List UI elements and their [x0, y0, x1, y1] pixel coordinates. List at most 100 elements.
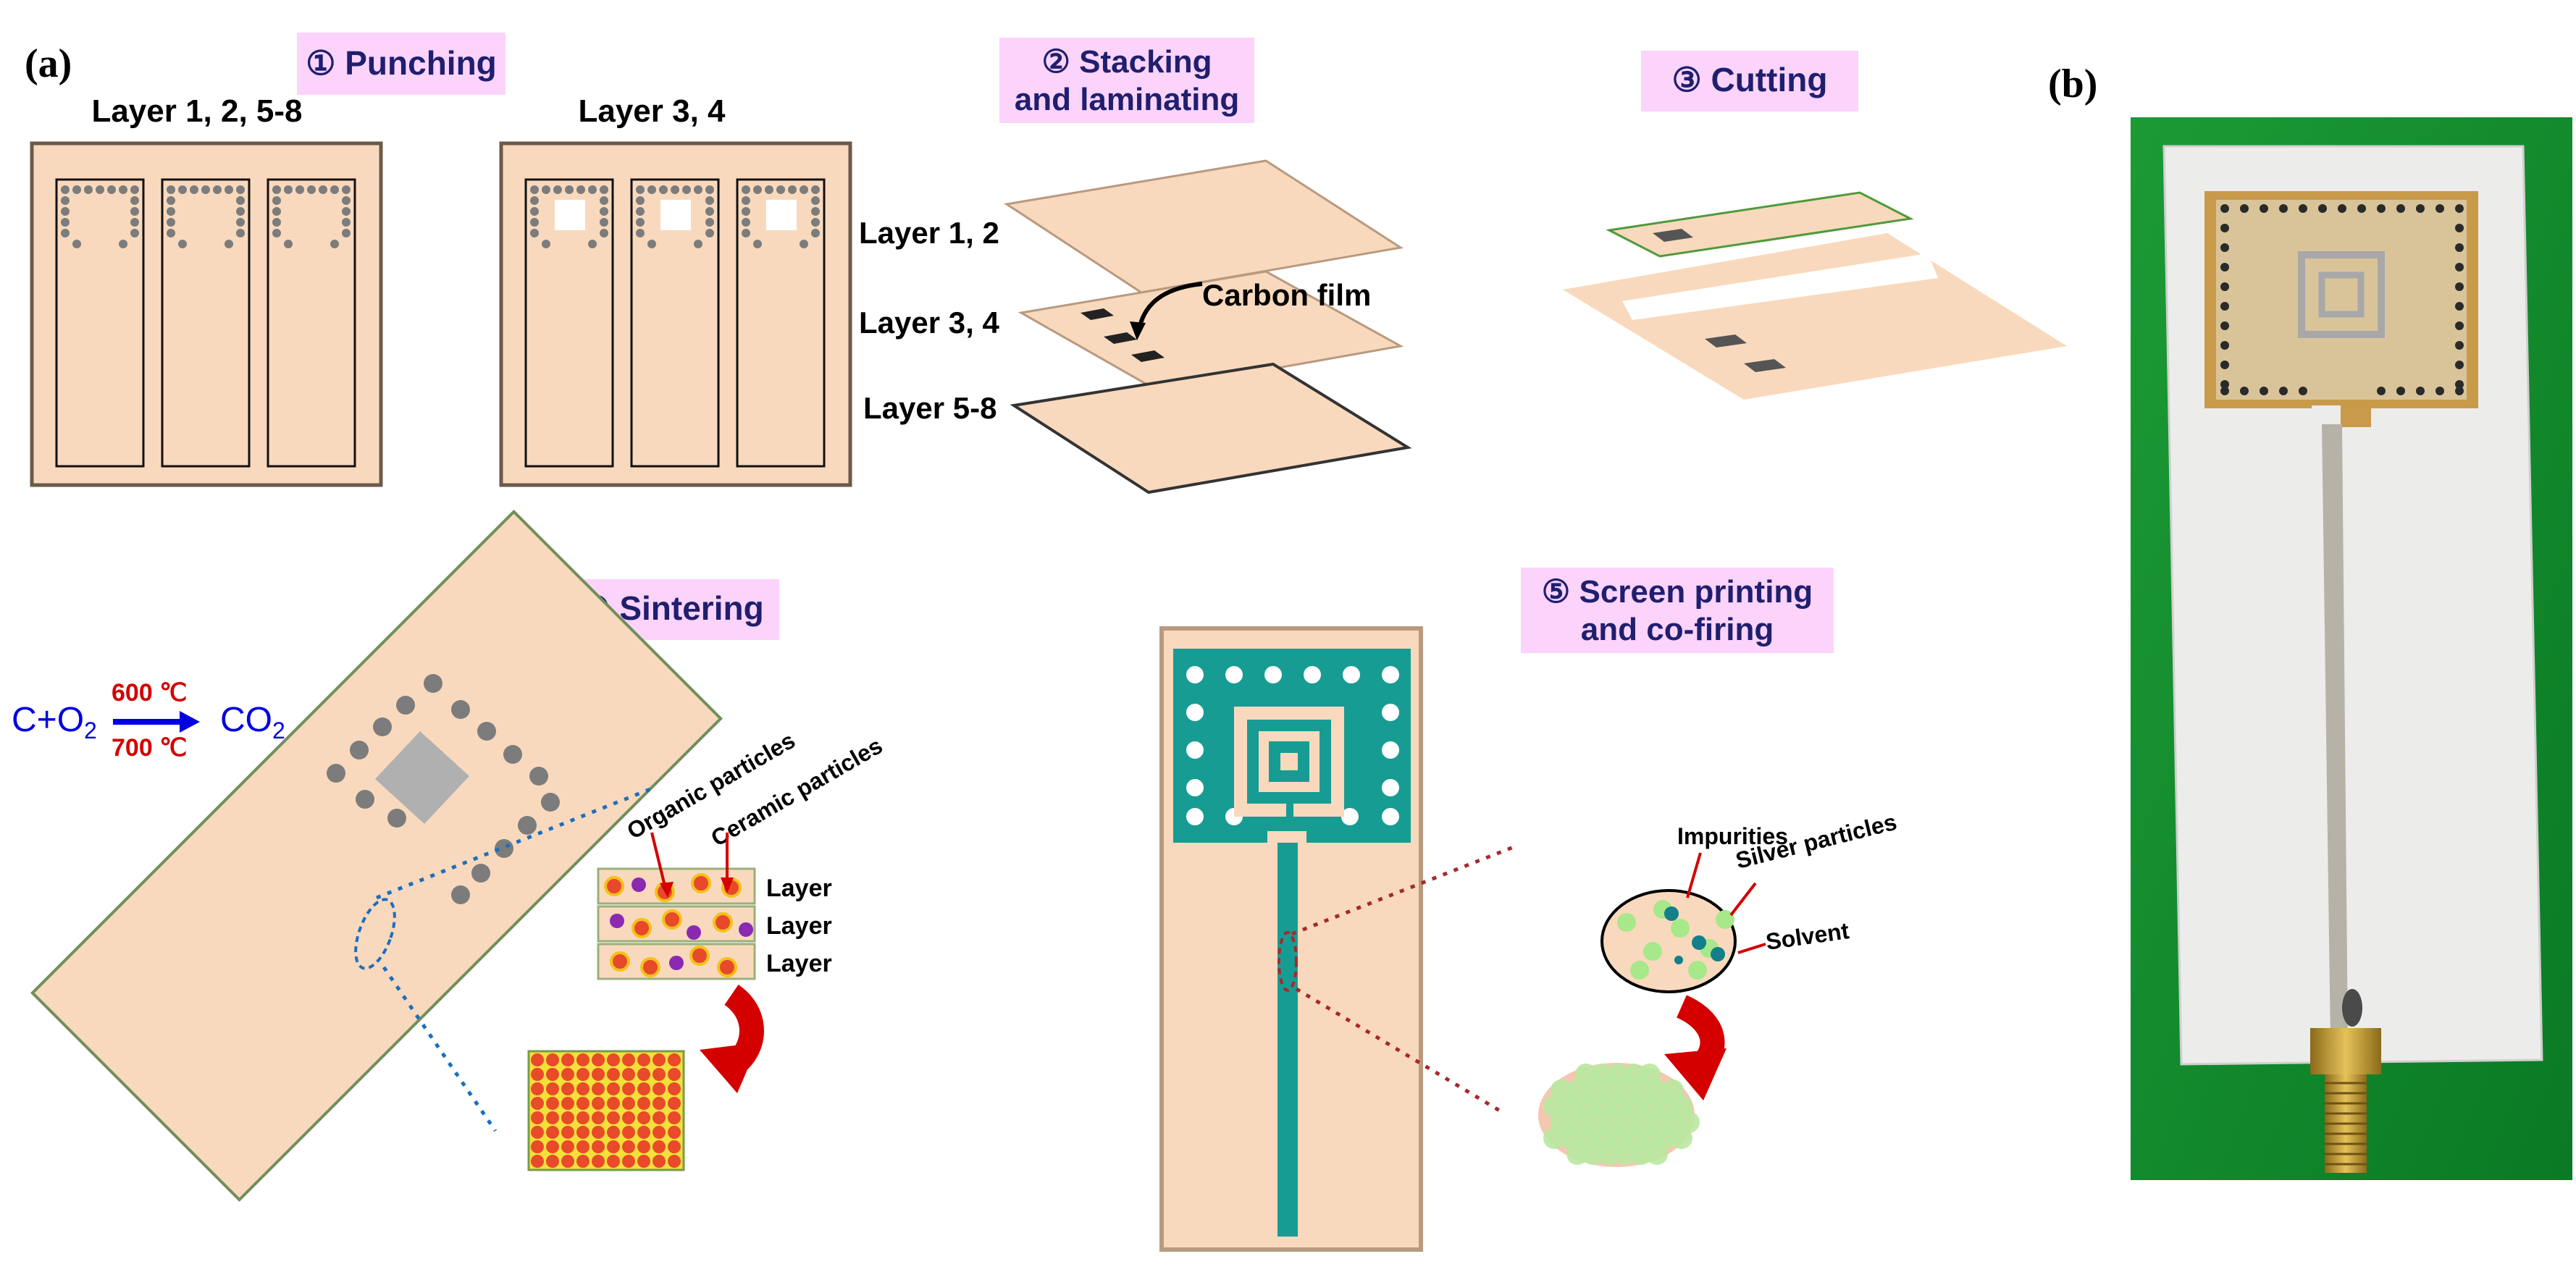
via-hole — [694, 240, 702, 248]
via-hole — [272, 229, 281, 237]
via-hole — [178, 240, 187, 248]
sintered-grain — [531, 1140, 544, 1153]
sintered-grain — [561, 1140, 574, 1153]
via-hole — [342, 196, 351, 205]
zoom-layer-label: Layer — [766, 912, 832, 940]
via-hole — [330, 185, 339, 194]
zoom-line-top — [376, 787, 651, 900]
via-hole — [776, 185, 785, 194]
fabricated-antenna-photo — [2131, 117, 2572, 1180]
via-hole — [61, 218, 70, 227]
sintered-grain — [607, 1082, 620, 1095]
via-hole — [2357, 204, 2366, 213]
stack-label-layer-5-8: Layer 5-8 — [863, 391, 997, 425]
sintered-grain — [607, 1155, 620, 1168]
silver-grain — [1598, 1143, 1620, 1165]
sintered-grain — [531, 1053, 544, 1066]
sintered-grain — [622, 1068, 635, 1081]
stack-layer-1-2 — [1003, 159, 1404, 294]
sintered-grain — [576, 1082, 590, 1095]
via-hole — [530, 218, 539, 227]
via-hole — [307, 185, 316, 194]
sintered-grain — [592, 1053, 605, 1066]
sintered-grain — [622, 1111, 635, 1124]
via-hole — [119, 185, 127, 194]
via-hole — [130, 185, 139, 194]
carbon-film-patch — [1131, 350, 1165, 362]
via-hole — [61, 207, 70, 216]
punched-sheet-2 — [499, 141, 852, 487]
punched-strip — [630, 178, 720, 468]
reaction-arrowhead — [180, 711, 200, 733]
step-printing-label: ⑤ Screen printing and co-firing — [1521, 568, 1834, 653]
via-hole — [2396, 387, 2405, 395]
via-hole — [600, 207, 608, 216]
sintered-grain — [546, 1155, 559, 1168]
sintered-grain — [668, 1126, 681, 1139]
sintered-grain — [592, 1068, 605, 1081]
sintered-grain — [653, 1068, 666, 1081]
via-hole — [2220, 204, 2229, 213]
via-hole — [530, 207, 539, 216]
silver-particle — [1688, 961, 1707, 980]
via-hole — [236, 207, 245, 216]
via-hole — [2299, 387, 2307, 395]
via-hole — [2396, 204, 2405, 213]
organic-particle — [669, 956, 684, 970]
sintered-grain — [546, 1082, 559, 1095]
impurities-pointer — [1686, 852, 1702, 898]
punched-strip — [161, 178, 251, 468]
sintered-grain — [653, 1097, 666, 1110]
via-hole — [2220, 387, 2229, 395]
sintered-ceramic-block — [527, 1050, 685, 1171]
via-hole — [451, 885, 470, 904]
punched-strip — [55, 178, 145, 468]
via-hole — [107, 185, 116, 194]
via-hole — [72, 240, 81, 248]
impurity-particle — [1674, 956, 1683, 964]
via-hole — [753, 185, 762, 194]
sintered-grain — [531, 1111, 544, 1124]
via-hole — [811, 207, 820, 216]
via-hole — [1225, 666, 1243, 683]
via-hole — [742, 207, 750, 216]
sintered-grain — [668, 1111, 681, 1124]
via-hole — [600, 196, 608, 205]
sintered-grain — [592, 1126, 605, 1139]
sintered-grain — [622, 1097, 635, 1110]
sintered-grain — [653, 1053, 666, 1066]
via-hole — [530, 196, 539, 205]
impurity-particle — [1692, 935, 1706, 950]
sintered-grain — [592, 1155, 605, 1168]
ceramic-particle — [640, 957, 660, 977]
sintered-grain — [561, 1068, 574, 1081]
silver-particle — [1643, 942, 1662, 961]
sma-connector-flange — [2310, 1028, 2381, 1074]
via-hole — [396, 696, 415, 715]
sintered-grain — [576, 1155, 590, 1168]
solder-joint — [2342, 989, 2362, 1027]
via-hole — [2260, 387, 2268, 395]
sintered-grain — [637, 1155, 650, 1168]
silver-particle — [1716, 910, 1734, 929]
silver-particle — [1617, 913, 1636, 932]
via-hole — [236, 185, 245, 194]
ceramic-particle — [713, 912, 733, 932]
sintered-grain — [607, 1111, 620, 1124]
sintered-grain — [546, 1126, 559, 1139]
svg-text:① Punching: ① Punching — [306, 44, 497, 82]
via-hole — [2220, 224, 2229, 232]
via-hole — [705, 207, 714, 216]
via-hole — [451, 700, 470, 719]
via-hole — [2455, 387, 2464, 395]
via-hole — [2279, 387, 2288, 395]
via-hole — [2299, 204, 2307, 213]
sintered-grain — [576, 1053, 590, 1066]
via-hole — [84, 185, 93, 194]
via-hole — [529, 767, 548, 786]
ceramic-particle — [604, 876, 624, 896]
silver-pointer — [1729, 882, 1757, 917]
sintered-grain — [546, 1140, 559, 1153]
paste-zoom — [1600, 889, 1737, 993]
sintered-grain — [607, 1140, 620, 1153]
